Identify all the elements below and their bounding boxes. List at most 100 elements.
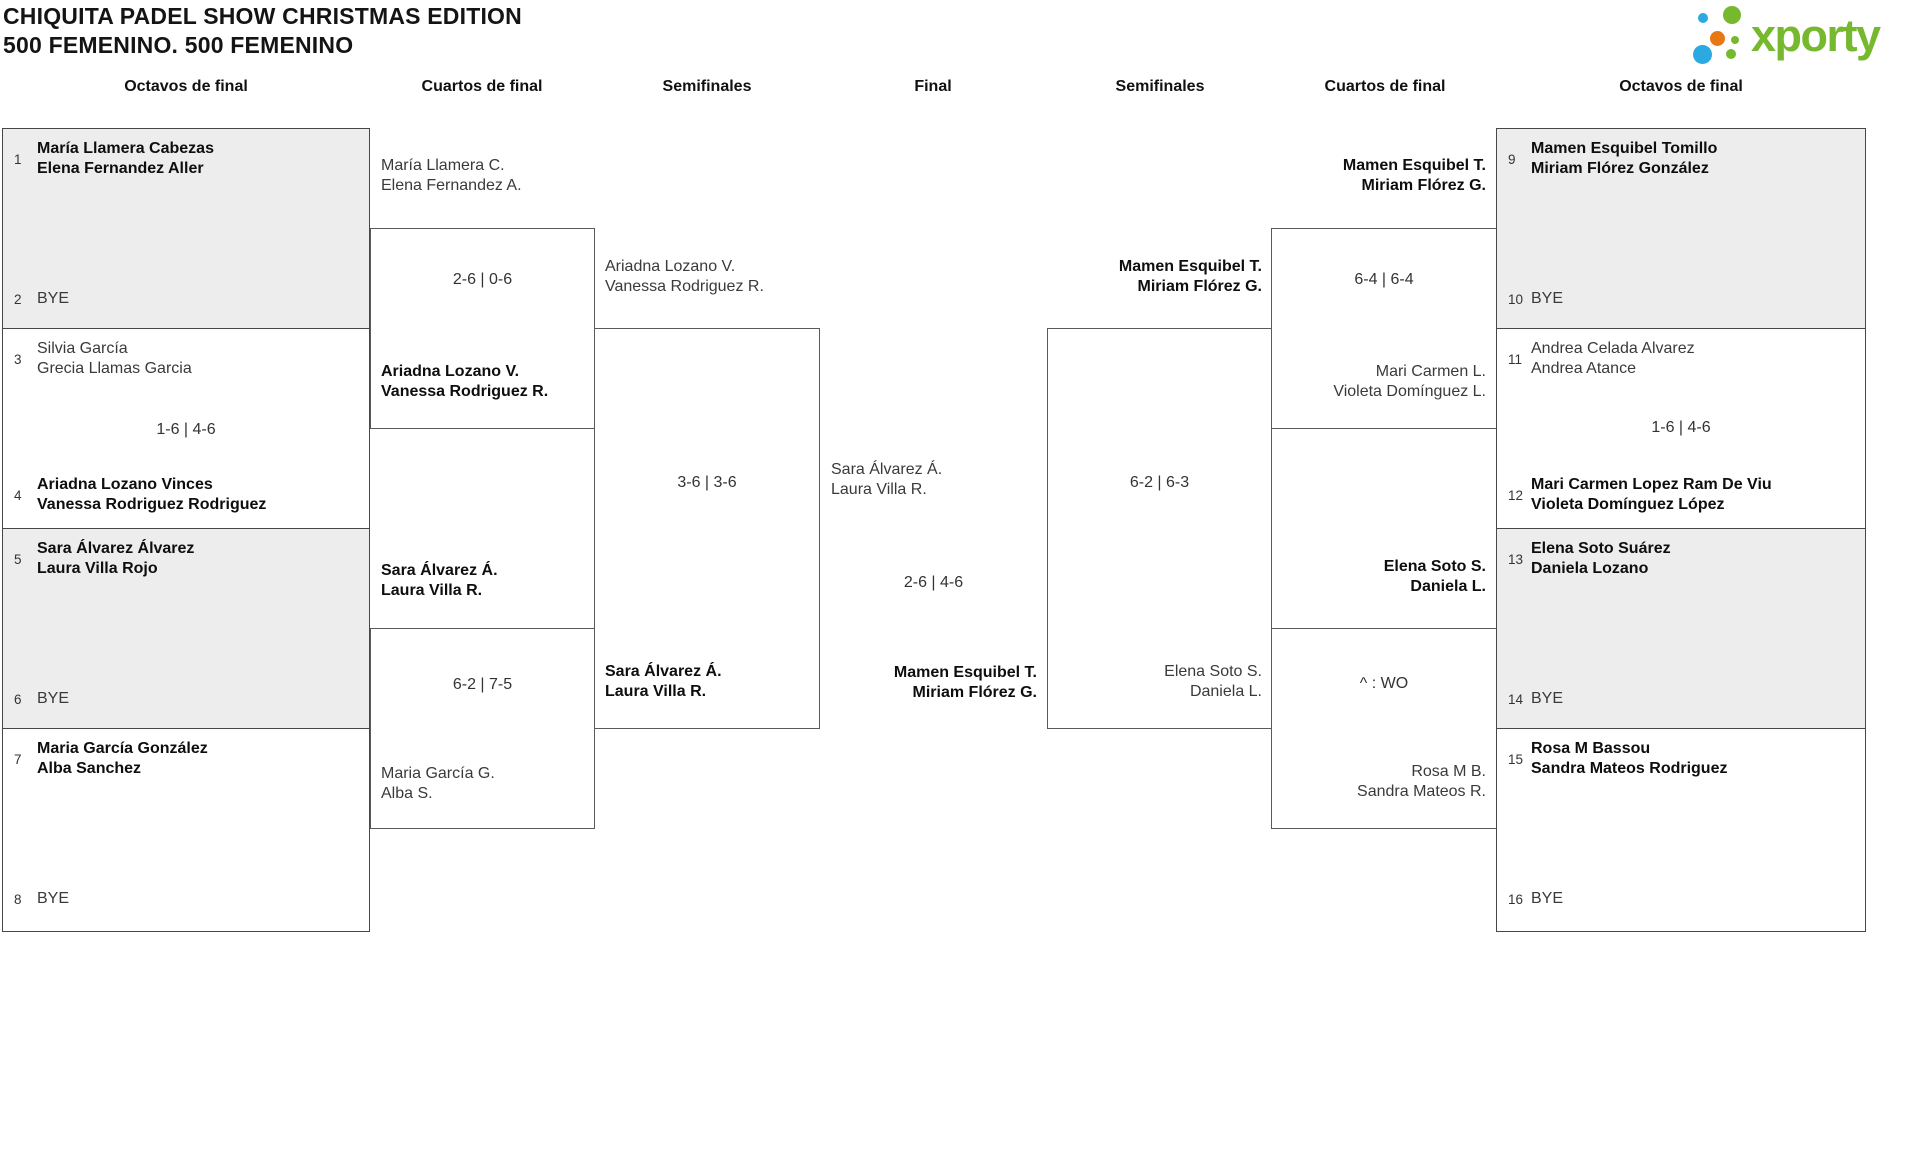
player-2: Grecia Llamas Garcia [37, 360, 192, 377]
team-label: Ariadna Lozano V. Vanessa Rodriguez R. [605, 257, 764, 297]
team-slot: 16 BYE [1504, 889, 1859, 909]
seed-number: 7 [14, 751, 22, 767]
player-1: Elena Soto Suárez [1531, 540, 1671, 557]
player-2: Sandra Mateos R. [1357, 783, 1486, 800]
team-name: Ariadna Lozano Vinces Vanessa Rodriguez … [37, 475, 266, 515]
player-2: Laura Villa R. [381, 582, 483, 599]
team-slot: 12 Mari Carmen Lopez Ram De Viu Violeta … [1504, 475, 1859, 515]
player-2: Violeta Domínguez L. [1333, 383, 1486, 400]
player-2: Andrea Atance [1531, 360, 1636, 377]
round-header-octavos-left: Octavos de final [124, 78, 248, 95]
team-label: Maria García G. Alba S. [381, 764, 495, 804]
player-1: Mari Carmen L. [1375, 363, 1486, 380]
round-header-octavos-right: Octavos de final [1619, 78, 1743, 95]
team-name: BYE [37, 890, 70, 907]
match-box-sf-left [594, 328, 820, 729]
match-score: 1-6 | 4-6 [156, 421, 216, 438]
team-slot: 5 Sara Álvarez Álvarez Laura Villa Rojo [10, 539, 363, 579]
tournament-name: CHIQUITA PADEL SHOW CHRISTMAS EDITION [3, 3, 522, 29]
round-header-cuartos-right: Cuartos de final [1324, 78, 1446, 95]
player-1: Mamen Esquibel T. [893, 664, 1037, 681]
logo-wordmark: xporty [1751, 10, 1881, 61]
player-2: Miriam Flórez G. [1137, 278, 1262, 295]
match-score: 2-6 | 0-6 [452, 271, 513, 288]
player-1: Mari Carmen Lopez Ram De Viu [1531, 476, 1772, 493]
team-name: Elena Soto Suárez Daniela Lozano [1531, 539, 1671, 579]
final-score: 2-6 | 4-6 [903, 574, 964, 591]
match-box-r16-right-2: 11 Andrea Celada Alvarez Andrea Atance 1… [1496, 328, 1866, 529]
match-score: 1-6 | 4-6 [1651, 419, 1711, 436]
logo-dot-blue-large [1693, 45, 1712, 64]
team-slot: 7 Maria García González Alba Sanchez [10, 739, 363, 779]
match-box-r16-right-3: 13 Elena Soto Suárez Daniela Lozano 14 B… [1496, 528, 1866, 729]
seed-number: 3 [14, 351, 22, 367]
team-slot: 9 Mamen Esquibel Tomillo Miriam Flórez G… [1504, 139, 1859, 179]
player-1: Elena Soto S. [1164, 663, 1262, 680]
seed-number: 11 [1508, 351, 1523, 367]
team-slot: 15 Rosa M Bassou Sandra Mateos Rodriguez [1504, 739, 1859, 779]
player-2: Laura Villa Rojo [37, 560, 158, 577]
player-1: Sara Álvarez Á. [381, 562, 498, 579]
team-name: Sara Álvarez Álvarez Laura Villa Rojo [37, 539, 194, 579]
team-label: Elena Soto S. Daniela L. [1384, 557, 1486, 597]
player-2: Daniela L. [1189, 683, 1262, 700]
seed-number: 6 [14, 691, 22, 707]
match-box-r16-left-1: 1 María Llamera Cabezas Elena Fernandez … [2, 128, 370, 329]
player-1: Sara Álvarez Álvarez [37, 540, 195, 557]
team-slot: 14 BYE [1504, 689, 1859, 709]
team-name: BYE [1531, 290, 1564, 307]
match-score: 6-4 | 6-4 [1354, 271, 1414, 288]
player-2: Elena Fernandez Aller [37, 160, 204, 177]
seed-number: 5 [14, 551, 22, 567]
seed-number: 2 [14, 291, 22, 307]
seed-number: 16 [1508, 891, 1524, 907]
match-box-r16-right-4: 15 Rosa M Bassou Sandra Mateos Rodriguez… [1496, 728, 1866, 932]
player-1: Ariadna Lozano V. [605, 258, 736, 275]
match-box-r16-right-1: 9 Mamen Esquibel Tomillo Miriam Flórez G… [1496, 128, 1866, 329]
match-score: 3-6 | 3-6 [677, 474, 737, 491]
player-1: Sara Álvarez Á. [605, 663, 722, 680]
player-2: Sandra Mateos Rodriguez [1531, 760, 1728, 777]
player-1: Mamen Esquibel Tomillo [1531, 140, 1718, 157]
team-label: María Llamera C. Elena Fernandez A. [381, 156, 522, 196]
player-2: Elena Fernandez A. [381, 177, 522, 194]
team-slot: 6 BYE [10, 689, 363, 709]
team-name: BYE [1531, 890, 1564, 907]
seed-number: 15 [1508, 751, 1524, 767]
team-label: Ariadna Lozano V. Vanessa Rodriguez R. [381, 362, 548, 402]
player-2: Vanessa Rodriguez R. [605, 278, 764, 295]
seed-number: 14 [1508, 691, 1524, 707]
team-label: Sara Álvarez Á. Laura Villa R. [381, 561, 498, 601]
logo-dot-orange [1710, 31, 1725, 46]
player-2: Vanessa Rodriguez Rodriguez [37, 496, 267, 513]
team-name: BYE [37, 690, 70, 707]
team-name: Andrea Celada Alvarez Andrea Atance [1531, 339, 1695, 379]
team-label: Sara Álvarez Á. Laura Villa R. [605, 662, 722, 702]
team-label-champion: Mamen Esquibel T. Miriam Flórez G. [894, 663, 1037, 703]
player-2: Vanessa Rodriguez R. [381, 383, 549, 400]
player-1: Maria García González [37, 740, 208, 757]
player-2: Violeta Domínguez López [1531, 496, 1725, 513]
team-name: Maria García González Alba Sanchez [37, 739, 208, 779]
team-label-finalist-left: Sara Álvarez Á. Laura Villa R. [831, 460, 942, 500]
player-2: Alba Sanchez [37, 760, 142, 777]
player-2: Laura Villa R. [605, 683, 707, 700]
seed-number: 1 [14, 151, 22, 167]
team-slot: 11 Andrea Celada Alvarez Andrea Atance [1504, 339, 1859, 379]
category-name: 500 FEMENINO. 500 FEMENINO [3, 32, 354, 58]
player-1: Andrea Celada Alvarez [1531, 340, 1695, 357]
player-2: Daniela L. [1410, 578, 1486, 595]
seed-number: 12 [1508, 487, 1524, 503]
round-header-semis-left: Semifinales [662, 78, 752, 95]
player-1: Sara Álvarez Á. [831, 461, 943, 478]
team-name: Silvia García Grecia Llamas Garcia [37, 339, 192, 379]
seed-number: 8 [14, 891, 22, 907]
player-2: Alba S. [381, 785, 433, 802]
match-score-walkover: ^ : WO [1359, 675, 1409, 692]
player-2: Daniela Lozano [1531, 560, 1649, 577]
team-name: María Llamera Cabezas Elena Fernandez Al… [37, 139, 214, 179]
player-2: Miriam Flórez G. [912, 684, 1037, 701]
player-1: Maria García G. [381, 765, 495, 782]
player-1: Mamen Esquibel T. [1118, 258, 1262, 275]
seed-number: 10 [1508, 291, 1524, 307]
